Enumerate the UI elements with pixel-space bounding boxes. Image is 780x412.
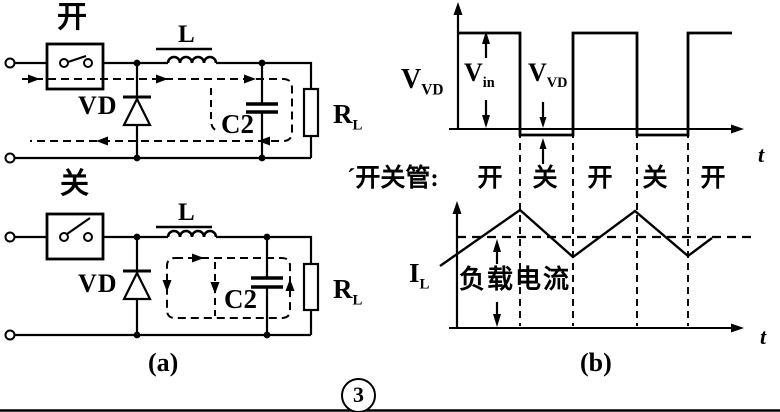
terminal-top-left: [4, 231, 16, 243]
current-direction-arrows: [28, 74, 270, 146]
current-path-dashed: [22, 78, 293, 142]
resistor-body: [302, 87, 320, 138]
switch-off-state-label: 关: [60, 168, 90, 200]
switch-contact: [83, 232, 93, 242]
current-path-inner-dashed: [210, 88, 220, 132]
terminal-top-left: [4, 57, 16, 69]
switch-blade-open: [66, 217, 91, 235]
terminal-bottom-left: [4, 329, 16, 341]
caption-a: (a): [148, 348, 179, 377]
freewheel-loop-dashed: [166, 257, 291, 319]
diode-triangle: [122, 270, 152, 301]
inductor-label-bottom: L: [178, 199, 195, 226]
switch-state-4: 开: [700, 165, 726, 192]
axis-arrowheads: [452, 201, 744, 333]
square-wave: [458, 31, 732, 137]
resistor-label-top: RL: [333, 99, 363, 134]
switch-contact: [59, 232, 69, 242]
switch-contact: [59, 58, 69, 68]
diode-triangle: [122, 96, 152, 127]
resistor-label-bottom: RL: [333, 274, 363, 309]
caption-b: (b): [580, 348, 612, 377]
vvd-dimension-arrow: [539, 102, 547, 164]
load-current-label: 负载电流: [459, 265, 572, 294]
switch-on-state-label: 开: [57, 1, 87, 34]
switch-row-prefix: ´开关管:: [347, 165, 439, 192]
vin-label: Vin: [464, 58, 495, 92]
capacitor-label-bottom: C2: [224, 284, 257, 314]
triangle-wave: [439, 208, 713, 267]
switch-state-3: 关: [642, 165, 668, 192]
diode-label-bottom: VD: [78, 269, 118, 298]
inductor-coil: [166, 55, 218, 64]
capacitor-label-top: C2: [221, 109, 254, 139]
junction-dots: [133, 59, 266, 162]
current-direction-arrows: [162, 253, 295, 294]
resistor-body: [302, 262, 320, 312]
voltage-axis-label: VVD: [401, 64, 444, 99]
switch-state-1: 关: [532, 165, 558, 192]
junction-dots: [133, 233, 271, 339]
axis-arrowheads: [453, 2, 744, 134]
voltage-plot: [449, 2, 744, 164]
switching-instant-gridlines: [519, 131, 689, 326]
switch-contact: [83, 58, 93, 68]
circuit-switch-off: [4, 212, 320, 341]
voltage-t-axis-label: t: [758, 142, 765, 167]
current-t-axis-label: t: [760, 324, 767, 349]
vin-dimension-arrow: [482, 31, 490, 128]
current-axis-label: IL: [409, 258, 430, 293]
inductor-label-top: L: [178, 21, 195, 48]
figure-number-badge: 3: [341, 378, 376, 412]
switch-state-0: 开: [477, 165, 503, 192]
circuit-switch-on: [4, 42, 320, 164]
switch-state-2: 开: [587, 165, 613, 192]
switch-box-open: [45, 212, 105, 261]
inductor-coil: [166, 229, 218, 238]
switch-blade-closed: [67, 54, 87, 64]
vvd-label: VVD: [528, 58, 568, 92]
terminal-bottom-left: [4, 152, 16, 164]
load-current-dimension-arrow: [493, 239, 501, 327]
switch-box-closed: [45, 42, 105, 91]
current-plot: [439, 201, 753, 333]
diode-label-top: VD: [78, 91, 118, 120]
